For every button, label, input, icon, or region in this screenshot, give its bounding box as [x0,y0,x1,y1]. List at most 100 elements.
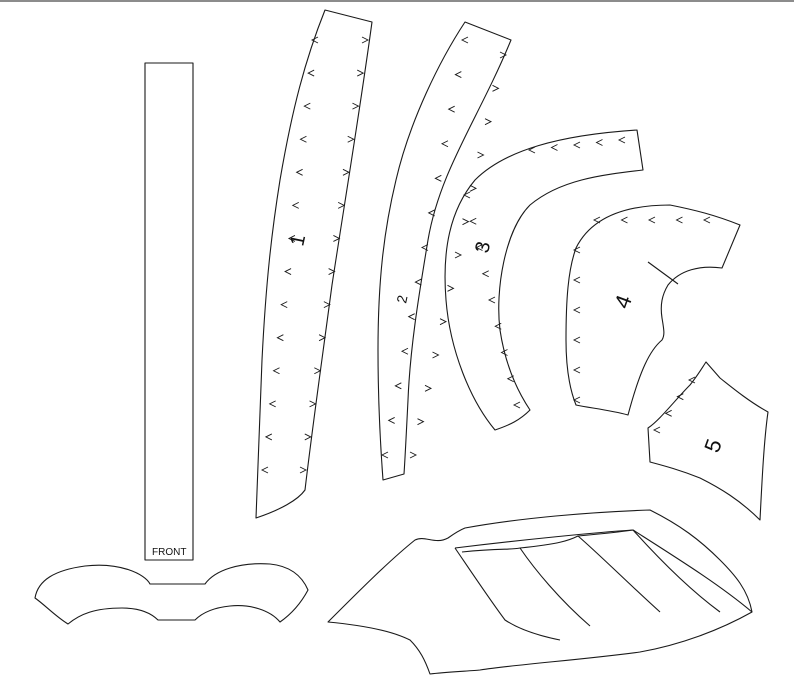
seam-notch [572,396,581,404]
seam-notch [303,102,311,110]
piece-4: 4 [565,204,741,416]
seam-notch [675,216,683,224]
seam-notch [484,118,493,126]
front-strip-piece: FRONT [144,62,194,561]
seam-notch [420,244,429,251]
seam-notch [333,235,341,242]
seam-notch [357,69,365,77]
seam-notch [361,36,370,44]
seam-notch [475,244,483,251]
piece-1-notches [260,36,370,474]
seam-notch [447,105,455,113]
seam-notch [477,151,485,159]
seam-notch [400,347,409,355]
seam-notch [572,276,581,284]
seam-notch [427,209,435,217]
seam-notch [407,313,415,321]
seam-notch [572,306,581,314]
piece-3-number: 3 [471,240,495,255]
seam-notch [414,278,422,286]
seam-notch [432,351,440,359]
seam-notch [304,433,312,441]
seam-notch [280,301,288,309]
seam-notch [387,417,395,424]
seam-notch [409,451,418,459]
seam-notch [260,466,269,474]
seam-notch [595,139,603,146]
seam-notch [394,382,402,390]
seam-notch [434,174,442,182]
seam-notch [291,201,299,209]
seam-notch [299,135,307,143]
seam-notch [440,140,449,148]
piece-1: 1 [255,9,373,519]
piece-5: 5 [647,361,769,521]
piece-5-number: 5 [699,436,727,456]
bottom-right-piece [327,509,753,675]
seam-notch [318,334,327,342]
seam-notch [512,401,521,409]
piece-1-number: 1 [286,233,310,248]
seam-notch [469,217,477,225]
seam-notch [550,144,558,151]
seam-notch [572,336,581,344]
seam-notch [460,36,469,44]
seam-notch [299,466,308,474]
piece-4-number: 4 [609,292,637,312]
piece-5-notches [652,376,696,434]
seam-notch [500,349,508,356]
seam-notch [462,218,470,226]
seam-notch [687,376,696,384]
seam-notch [617,136,626,144]
seam-notch [647,216,656,224]
seam-notch [620,216,628,224]
seam-notch [347,135,355,143]
front-label: FRONT [152,547,186,558]
seam-notch [309,400,317,408]
seam-notch [702,216,711,224]
seam-notch [506,375,514,383]
seam-notch [310,36,319,44]
seam-notch [352,102,360,110]
seam-notch [323,301,331,309]
seam-notch [439,318,448,326]
bottom-left-piece [34,563,309,625]
seam-notch [492,84,500,92]
seam-notch [454,251,463,259]
seam-notch [481,270,489,278]
seam-notch [572,141,581,149]
seam-notch [328,268,336,275]
seam-notch [287,235,296,242]
seam-notch [664,409,672,417]
seam-notch [494,322,502,330]
piece-2: 2 [377,21,512,481]
piece-3: 3 [444,129,644,431]
piece-4-notches [572,216,711,404]
seam-notch [469,184,478,192]
seam-notch [527,146,536,154]
seam-notch [295,168,303,176]
seam-notch [424,384,433,392]
seam-notch [572,366,581,374]
seam-notch [337,201,346,209]
seam-notch [264,433,273,441]
seam-notch [676,393,684,401]
seam-notch [447,284,455,292]
seam-notch [314,367,322,375]
seam-notch [499,51,508,59]
seam-notch [380,451,389,459]
seam-notch [572,246,581,254]
seam-notch [454,71,462,78]
piece-2-notches [380,36,508,459]
seam-notch [276,334,284,342]
seam-notch [268,400,276,408]
seam-notch [652,426,661,434]
seam-notch [284,268,292,275]
seam-notch [272,367,280,375]
piece-2-number: 2 [393,293,410,304]
seam-notch [487,296,496,304]
seam-notch [417,418,425,426]
seam-notch [592,216,601,224]
seam-notch [462,191,471,199]
